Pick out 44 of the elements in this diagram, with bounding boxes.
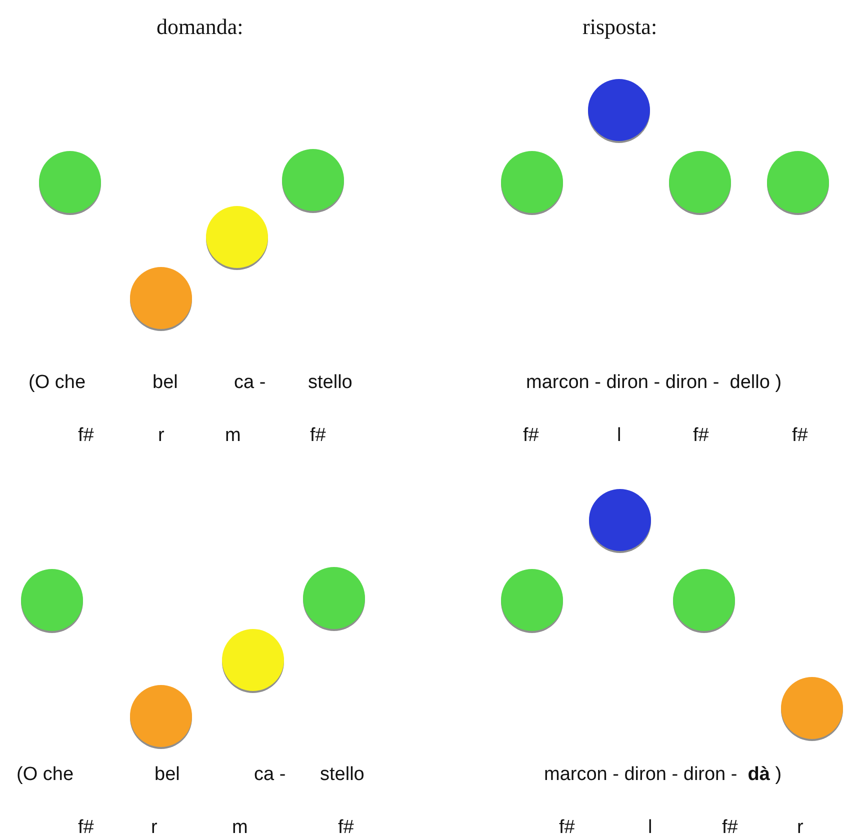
- section-heading: domanda:: [156, 14, 244, 40]
- note-dot: [672, 568, 736, 634]
- lyric-text: ca -: [254, 764, 286, 787]
- solfege-syllable: f#: [310, 425, 326, 448]
- note-dot: [500, 150, 564, 216]
- note-dot: [668, 150, 732, 216]
- solfege-syllable: f#: [338, 817, 354, 840]
- lyric-text: bel: [154, 764, 180, 787]
- lyric-text: (O che: [28, 372, 86, 395]
- note-dot: [129, 684, 193, 750]
- solfege-syllable: f#: [559, 817, 575, 840]
- lyric-text: stello: [308, 372, 352, 395]
- solfege-syllable: l: [648, 817, 652, 840]
- note-dot: [588, 488, 652, 554]
- section-heading: risposta:: [582, 14, 658, 40]
- solfege-syllable: r: [797, 817, 804, 840]
- solfege-syllable: f#: [78, 425, 94, 448]
- note-dot: [38, 150, 102, 216]
- solfege-syllable: r: [158, 425, 164, 448]
- note-dot: [129, 266, 193, 332]
- solfege-syllable: f#: [722, 817, 738, 840]
- lyric-text: stello: [320, 764, 364, 787]
- note-dot: [221, 628, 285, 694]
- note-dot: [281, 148, 345, 214]
- solfege-syllable: f#: [792, 425, 808, 448]
- note-dot: [766, 150, 830, 216]
- solfege-syllable: f#: [78, 817, 94, 840]
- lyric-text: bel: [152, 372, 178, 395]
- lyric-text: ca -: [234, 372, 266, 395]
- solfege-syllable: r: [151, 817, 158, 840]
- solfege-syllable: l: [617, 425, 622, 448]
- lyric-text: marcon - diron - diron - dello ): [526, 372, 782, 395]
- solfege-syllable: f#: [523, 425, 539, 448]
- note-dot: [205, 205, 269, 271]
- solfege-syllable: m: [225, 425, 241, 448]
- note-dot: [587, 78, 651, 144]
- solfege-syllable: f#: [693, 425, 709, 448]
- lyric-text: marcon - diron - diron - dà ): [544, 764, 782, 787]
- solfege-syllable: m: [232, 817, 248, 840]
- note-dot: [20, 568, 84, 634]
- note-dot: [780, 676, 844, 742]
- note-dot: [500, 568, 564, 634]
- note-dot: [302, 566, 366, 632]
- lyric-text: (O che: [16, 764, 74, 787]
